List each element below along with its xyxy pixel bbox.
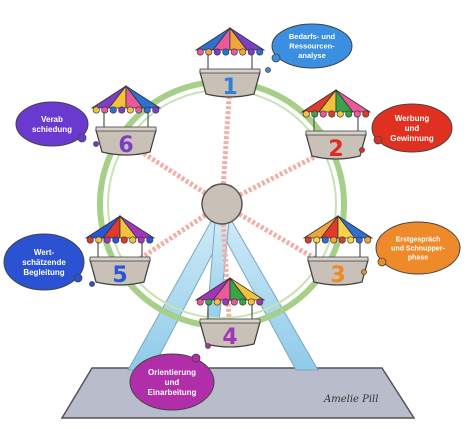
gondola-canopy (84, 214, 156, 244)
gondola-5: 5 (84, 214, 156, 288)
speech-bubble-shape (271, 23, 353, 69)
gondola-number: 3 (330, 263, 345, 288)
base-platform (60, 367, 416, 419)
speech-bubble-text-line: Orientierung (148, 368, 196, 377)
speech-bubble-text-line: und (405, 124, 420, 133)
speech-bubble-shape (129, 353, 215, 411)
gondola-number: 2 (328, 137, 343, 162)
gondola-number: 5 (112, 263, 127, 288)
gondola-cabin (95, 129, 157, 156)
speech-bubble-text-line: Verab (41, 115, 63, 124)
speech-bubble-text-line: Erstgespräch (396, 236, 441, 243)
gondola-cabin (307, 259, 369, 286)
speech-bubble-shape (375, 221, 461, 275)
speech-bubble-text-line: und (165, 378, 180, 387)
gondola-canopy (90, 84, 162, 114)
speech-bubble-3: Erstgespräch und Schnupper-phase (361, 221, 461, 275)
gondola-cabin (199, 71, 261, 98)
gondola-4: 4 (194, 276, 266, 350)
speech-bubble-text-line: und Schnupper- (391, 245, 445, 252)
gondola-3: 3 (302, 214, 374, 288)
gondola-number: 6 (118, 133, 133, 158)
gondola-canopy (302, 214, 374, 244)
speech-bubble-text-line: Begleitung (23, 268, 64, 277)
speech-bubble-text-line: Werbung (395, 114, 430, 123)
gondola-canopy (194, 26, 266, 56)
speech-bubble-shape (371, 103, 453, 153)
speech-bubble-text-line: Einarbeitung (148, 388, 197, 397)
gondola-canopy (194, 276, 266, 306)
gondola-cabin (89, 259, 151, 286)
gondola-canopy (300, 88, 372, 118)
gondola-number: 1 (222, 75, 237, 100)
speech-bubble-text-line: Gewinnung (390, 134, 434, 143)
speech-bubble-text-line: phase (408, 254, 428, 261)
speech-bubble-shape (3, 233, 85, 291)
speech-bubble-text-line: Wert- (34, 248, 55, 257)
speech-bubble-text-line: schiedung (32, 125, 72, 134)
gondola-2: 2 (300, 88, 372, 162)
gondola-1: 1 (194, 26, 266, 100)
speech-bubble-shape (15, 101, 89, 147)
speech-bubble-text-line: Ressourcen- (289, 42, 335, 51)
speech-bubble-text-line: analyse (298, 51, 326, 60)
gondola-cabin (305, 133, 367, 160)
speech-bubble-text-line: schätzende (22, 258, 66, 267)
artist-signature: Amelie Pill (323, 394, 378, 405)
speech-bubble-text-line: Bedarfs- und (289, 32, 336, 41)
gondola-6: 6 (90, 84, 162, 158)
gondola-number: 4 (222, 325, 237, 350)
wheel-hub (201, 183, 243, 225)
